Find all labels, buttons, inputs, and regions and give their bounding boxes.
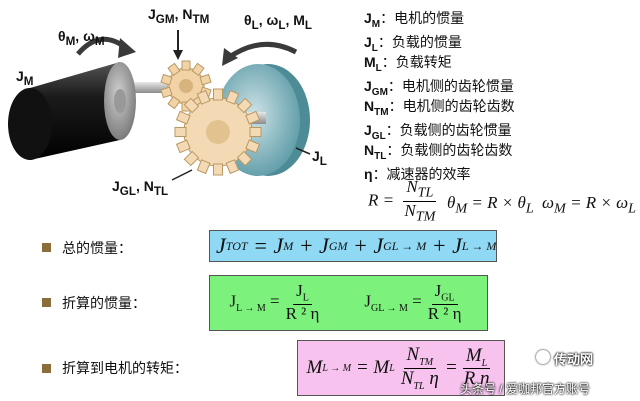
legend-row: ML：负载转矩 [364,52,452,74]
legend-subscript: L [371,42,378,54]
load-rotation-arrow [226,41,298,61]
legend-subscript: GL [371,130,386,142]
bullet-icon [42,298,51,307]
legend-symbol: M [364,54,376,70]
motor-inertia-label: JM [16,68,34,88]
legend-row: JGL：负载侧的齿轮惯量 [364,120,512,142]
legend-symbol: J [364,78,372,94]
load-pointer [295,147,311,155]
gear-train-diagram [8,30,311,181]
legend-symbol: N [364,142,375,158]
motor-speed-label: θM, ωM [58,28,105,48]
watermark-source: 头条号 / 爱咖邦官方账号 [460,382,591,396]
legend-subscript: TM [374,106,389,118]
legend-description: ：电机侧的齿轮齿数 [388,99,515,115]
load-speed-label: θL, ωL, ML [244,12,313,32]
converted-inertia-label: 折算的惯量： [62,296,146,312]
legend-row: JM：电机的惯量 [364,8,464,30]
legend-description: ：负载侧的齿轮齿数 [386,143,513,159]
legend-symbol: J [364,10,372,26]
load-arrowhead [222,48,238,66]
legend-description: ：负载的惯量 [377,35,462,51]
bullet-icon [42,243,51,252]
load-gear [174,88,262,176]
legend-description: ：负载转矩 [381,55,452,71]
legend-description: ：电机的惯量 [380,11,465,27]
gear-motor-label: JGM, NTM [148,6,210,26]
motor-gear [160,60,212,112]
legend-row: NTM：电机侧的齿轮齿数 [364,96,515,118]
legend-subscript: L [375,62,382,74]
motor-arrowhead [118,38,136,58]
converted-torque-label: 折算到电机的转矩： [62,361,188,377]
legend-description: ：电机侧的齿轮惯量 [387,79,514,95]
legend-row: JL：负载的惯量 [364,32,462,54]
speed-formula: ωM = R × ωL [542,193,637,217]
gear-load-label: JGL, NTL [112,178,169,198]
legend-description: ：减速器的效率 [372,167,471,183]
legend-row: JGM：电机侧的齿轮惯量 [364,76,514,98]
legend-symbol: J [364,34,372,50]
brand-logo-icon [536,350,550,364]
legend-symbol: η [364,166,373,182]
motor-shaft [118,82,194,93]
bullet-icon [42,364,51,373]
legend-row: η：减速器的效率 [364,164,471,184]
load-inertia-label: JL [312,148,327,168]
motor-body [8,62,136,160]
legend-row: NTL：负载侧的齿轮齿数 [364,140,512,162]
total-inertia-label: 总的惯量： [62,241,132,257]
legend-subscript: TL [374,150,387,162]
legend-subscript: M [371,18,381,30]
angle-formula: θM = R × θL [447,193,534,217]
legend-description: ：负载侧的齿轮惯量 [385,123,512,139]
gear-load-pointer [171,169,193,181]
legend-symbol: J [364,122,372,138]
watermark-brand: 传动网 [554,352,594,367]
legend-subscript: GM [371,86,388,98]
legend-symbol: N [364,98,375,114]
